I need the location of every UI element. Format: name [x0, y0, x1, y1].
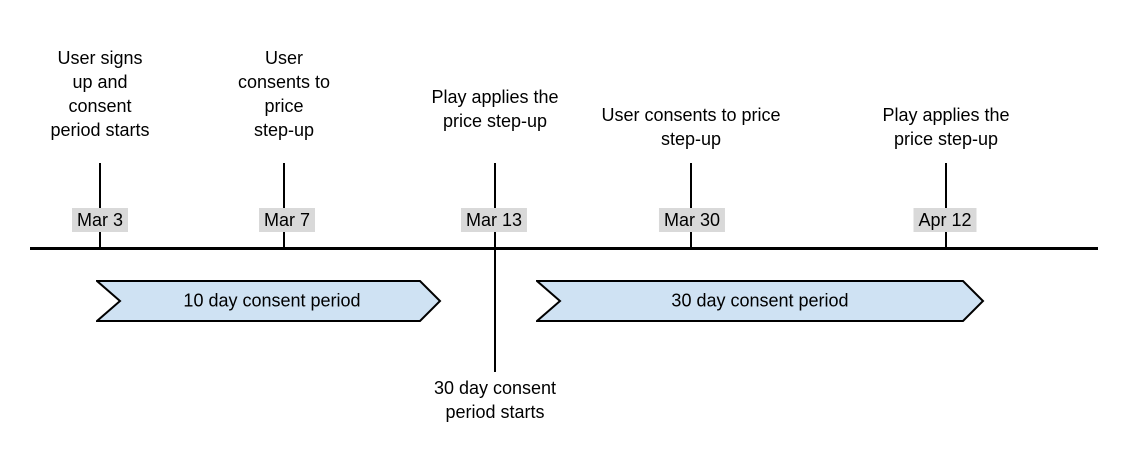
- event-label-consent-2: User consents to price step-up: [601, 105, 781, 149]
- timeline-axis: [30, 247, 1098, 250]
- date-badge-mar-7: Mar 7: [258, 208, 316, 232]
- tick-mar-13-lower: [494, 250, 496, 372]
- event-label-apply-2: Play applies the price step-up: [882, 105, 1010, 149]
- chevron-banner-shape: [536, 280, 985, 322]
- tick-apr-12: [945, 163, 947, 248]
- date-badge-mar-3: Mar 3: [71, 208, 129, 232]
- tick-mar-30: [690, 163, 692, 248]
- event-label-consent-1: User consents to price step-up: [237, 48, 331, 140]
- annotation-30-day-period-starts: 30 day consent period starts: [433, 378, 557, 422]
- event-label-signup: User signs up and consent period starts: [50, 48, 150, 140]
- period-banner-30-day: [536, 280, 985, 322]
- chevron-banner-shape: [96, 280, 442, 322]
- tick-mar-3: [99, 163, 101, 248]
- date-badge-mar-13: Mar 13: [460, 208, 528, 232]
- date-badge-mar-30: Mar 30: [658, 208, 726, 232]
- event-label-apply-1: Play applies the price step-up: [431, 87, 559, 131]
- period-banner-10-day: [96, 280, 442, 322]
- tick-mar-7: [283, 163, 285, 248]
- tick-mar-13: [494, 163, 496, 248]
- period-label-30-day: 30 day consent period: [671, 290, 849, 311]
- period-label-10-day: 10 day consent period: [183, 290, 361, 311]
- date-badge-apr-12: Apr 12: [913, 208, 977, 232]
